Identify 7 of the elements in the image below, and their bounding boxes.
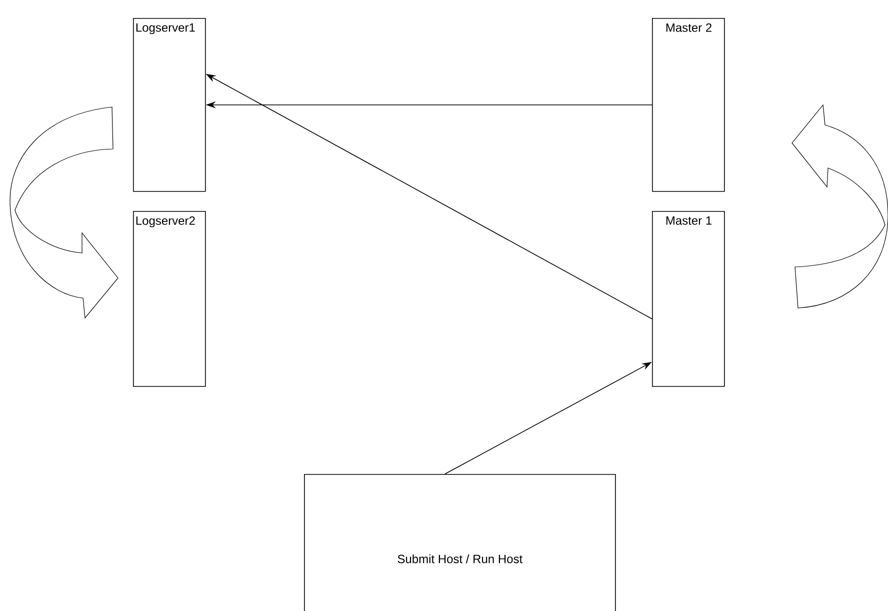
server-box: Master 2 [652, 18, 725, 192]
curved-block-arrow [10, 106, 118, 318]
server-box: Master 1 [652, 211, 725, 387]
server-box: Logserver2 [133, 211, 206, 387]
server-box: Logserver1 [133, 18, 206, 192]
host-box: Submit Host / Run Host [304, 474, 616, 611]
curved-block-arrow [792, 104, 888, 308]
